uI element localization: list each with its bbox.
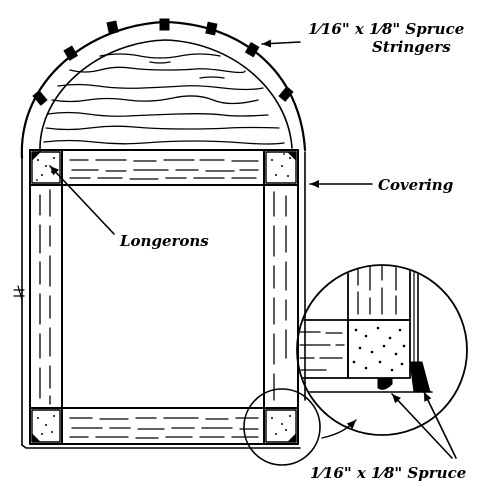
label-stringers-size: 1⁄16" x 1⁄8" Spruce (308, 20, 464, 38)
callout-arrows (49, 39, 457, 459)
spruce-arrow-left (391, 393, 453, 459)
frame-wood-grain (39, 159, 287, 439)
dome-wood-grain (43, 53, 285, 145)
covering-outline (13, 149, 306, 449)
large-zoom-circle (296, 264, 468, 436)
zoom-connector-arrow (321, 419, 357, 439)
longerons-arrow (49, 165, 115, 235)
zoom-detail (243, 264, 468, 466)
labels: 1⁄16" x 1⁄8" Spruce Stringers Covering L… (119, 20, 466, 482)
label-longerons: Longerons (119, 232, 209, 250)
small-zoom-circle (243, 388, 321, 466)
stringers-arrow (261, 39, 301, 48)
magnified-corner-joint (298, 266, 433, 393)
spruce-arrow-right (423, 391, 457, 459)
stringer-blocks (32, 18, 294, 106)
label-corner-spruce: 1⁄16" x 1⁄8" Spruce (310, 464, 466, 482)
upper-dome (20, 18, 307, 160)
label-stringers: Stringers (372, 38, 451, 56)
main-frame (29, 149, 299, 445)
label-covering: Covering (378, 176, 453, 194)
